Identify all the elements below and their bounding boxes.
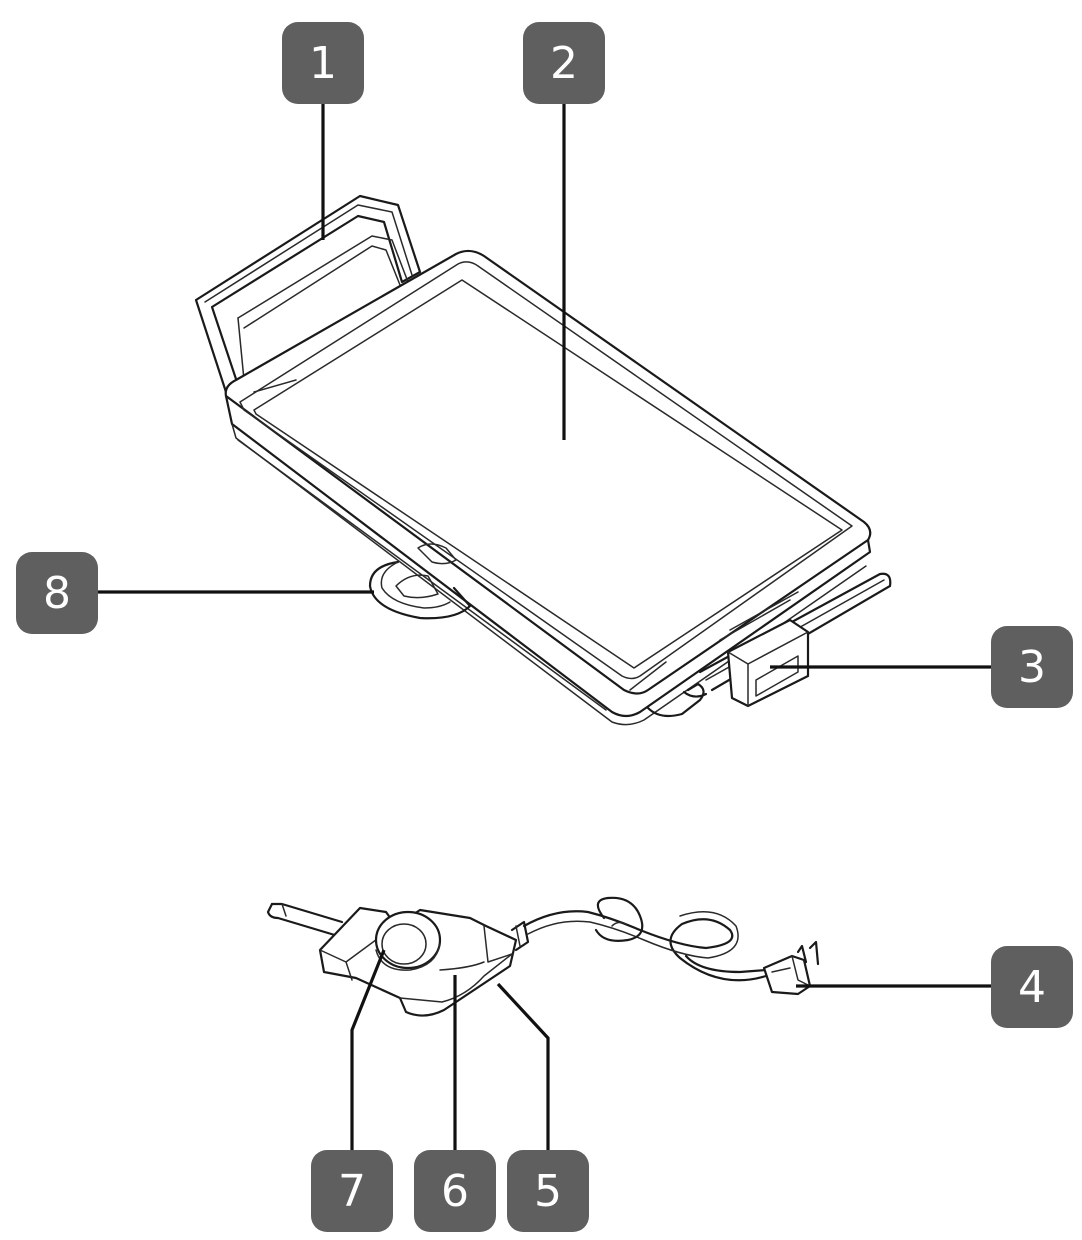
- front-handle-drawing: [646, 572, 892, 718]
- callout-4: 4: [991, 946, 1073, 1028]
- callout-2-label: 2: [550, 37, 578, 89]
- callout-7-label: 7: [338, 1165, 366, 1217]
- cooking-plate-drawing: [224, 249, 872, 726]
- callout-3: 3: [991, 626, 1073, 708]
- callout-7: 7: [311, 1150, 393, 1232]
- leader-line-7: [350, 949, 386, 1160]
- callout-2: 2: [523, 22, 605, 104]
- callout-8: 8: [16, 552, 98, 634]
- leader-line-5: [496, 982, 550, 1160]
- callout-6-label: 6: [441, 1165, 469, 1217]
- callout-5: 5: [507, 1150, 589, 1232]
- callout-4-label: 4: [1018, 961, 1046, 1013]
- callout-1: 1: [282, 22, 364, 104]
- thermostat-illustration: [266, 896, 820, 1017]
- callout-3-label: 3: [1018, 641, 1046, 693]
- griddle-illustration: [194, 194, 892, 726]
- callout-8-label: 8: [43, 567, 71, 619]
- controller-body-drawing: [318, 906, 530, 1017]
- callout-1-label: 1: [309, 37, 337, 89]
- leader-lines: [98, 97, 993, 1160]
- power-cord-drawing: [522, 896, 768, 982]
- foot-drawing: [368, 560, 472, 620]
- probe-rod-drawing: [266, 902, 344, 938]
- callout-6: 6: [414, 1150, 496, 1232]
- callout-5-label: 5: [534, 1165, 562, 1217]
